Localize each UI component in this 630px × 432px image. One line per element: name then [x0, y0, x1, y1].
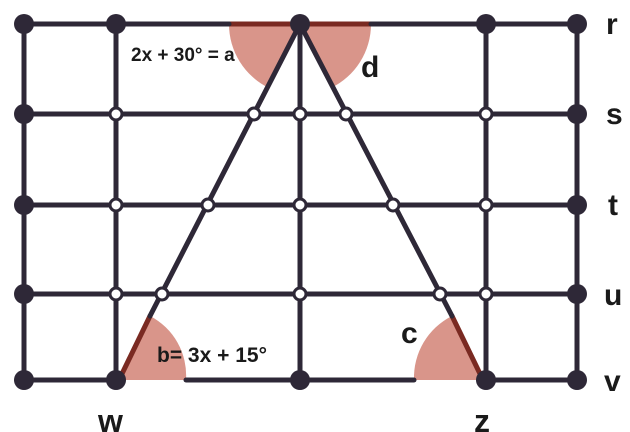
open-node: [292, 286, 308, 302]
node-apex: [290, 14, 310, 34]
node: [567, 195, 587, 215]
open-node: [478, 286, 494, 302]
node: [14, 104, 34, 124]
label-line-t: t: [608, 189, 618, 222]
angle-sectors: [119, 24, 483, 380]
filled-nodes: [14, 14, 587, 390]
label-angle-b: b= 3x + 15°: [157, 344, 267, 367]
node: [476, 14, 496, 34]
open-node: [154, 286, 170, 302]
angle-b-sector: [119, 316, 187, 380]
node: [567, 104, 587, 124]
open-node: [108, 286, 124, 302]
node-z: [476, 370, 496, 390]
node: [567, 370, 587, 390]
node: [14, 195, 34, 215]
node: [14, 284, 34, 304]
open-node: [478, 197, 494, 213]
open-node: [292, 197, 308, 213]
open-node: [338, 106, 354, 122]
open-node: [292, 106, 308, 122]
label-point-z: z: [474, 403, 490, 432]
label-angle-c: c: [401, 317, 418, 350]
open-node: [108, 106, 124, 122]
label-angle-a: 2x + 30° = a: [131, 45, 235, 66]
angle-d-sector: [300, 24, 372, 88]
node: [567, 284, 587, 304]
node: [14, 14, 34, 34]
angle-c-edge: [449, 313, 486, 383]
open-node: [246, 106, 262, 122]
open-node: [108, 197, 124, 213]
transversal-left: [147, 21, 303, 319]
angle-edges: [116, 21, 486, 383]
label-point-w: w: [97, 403, 123, 432]
angle-a-sector: [228, 24, 300, 88]
label-line-s: s: [606, 98, 623, 131]
angle-c-sector: [413, 316, 483, 380]
label-line-v: v: [604, 365, 621, 398]
transversal-right: [297, 21, 455, 319]
open-node: [385, 197, 401, 213]
label-angle-d: d: [361, 51, 379, 84]
node: [106, 14, 126, 34]
node: [567, 14, 587, 34]
open-nodes: [108, 106, 494, 302]
label-line-u: u: [604, 279, 622, 312]
node: [290, 370, 310, 390]
open-node: [478, 106, 494, 122]
node: [14, 370, 34, 390]
open-node: [200, 197, 216, 213]
open-node: [432, 286, 448, 302]
node-w: [106, 370, 126, 390]
label-line-r: r: [606, 8, 618, 41]
angle-b-edge: [116, 313, 153, 383]
